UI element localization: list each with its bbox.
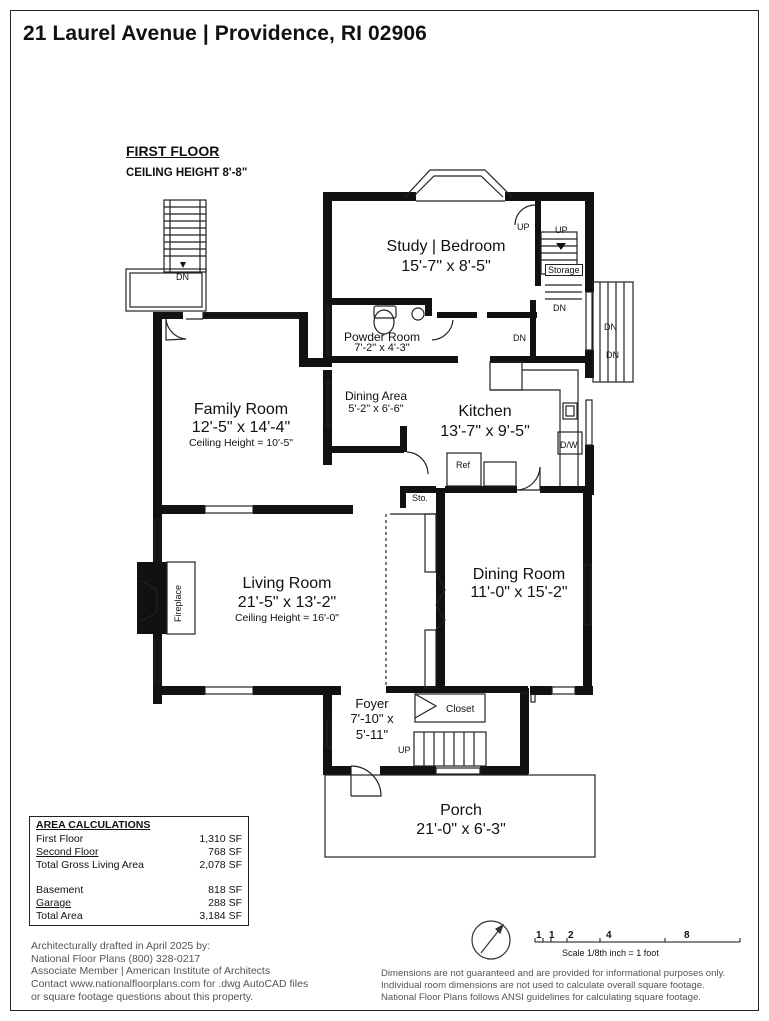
label-refrigerator: Ref — [456, 460, 471, 470]
room-name-family: Family Room — [193, 401, 289, 418]
credit-line: Contact www.nationalfloorplans.com for .… — [31, 978, 309, 991]
room-dims-foyer-1: 7'-10" x — [350, 711, 394, 726]
label-up-study: UP — [517, 222, 530, 232]
room-name-kitchen: Kitchen — [458, 403, 512, 420]
area-calculations-heading: AREA CALCULATIONS — [36, 819, 151, 831]
scale-bar — [534, 938, 741, 943]
area-row-name: Basement — [36, 884, 84, 896]
room-dims-powder: 7'-2" x 4'-3" — [354, 342, 410, 354]
disclaimer-line: Individual room dimensions are not used … — [381, 980, 705, 992]
drafter-credits: Architecturally drafted in April 2025 by… — [31, 940, 308, 1004]
area-calculations-table: AREA CALCULATIONS First Floor 1,310 SF S… — [29, 816, 249, 926]
room-dims-family: 12'-5" x 14'-4" — [191, 419, 291, 436]
label-fireplace: Fireplace — [173, 584, 183, 622]
area-row-value: 768 SF — [208, 846, 242, 858]
disclaimer-line: Dimensions are not guaranteed and are pr… — [381, 968, 726, 979]
room-dims-kitchen: 13'-7" x 9'-5" — [440, 423, 530, 440]
label-dishwasher: D/W — [560, 440, 578, 450]
area-row-value: 3,184 SF — [199, 910, 242, 922]
room-dims-living: 21'-5" x 13'-2" — [237, 594, 337, 611]
label-up-storage: UP — [555, 225, 568, 235]
label-dn-back-stair: DN — [176, 272, 189, 282]
credit-line: Associate Member | American Institute of… — [31, 965, 271, 978]
area-row-name: Total Gross Living Area — [36, 859, 144, 871]
credit-line: Architecturally drafted in April 2025 by… — [31, 940, 211, 952]
room-name-foyer: Foyer — [355, 696, 389, 711]
interior-lines — [125, 169, 634, 858]
area-row-basement: Basement 818 SF — [36, 884, 242, 897]
label-dn-kitchen: DN — [513, 333, 526, 343]
scale-tick-label: 1 — [536, 930, 542, 941]
label-up-foyer: UP — [398, 745, 411, 755]
area-row-name: Second Floor — [36, 846, 99, 858]
room-dims-study: 15'-7" x 8'-5" — [401, 258, 491, 275]
scale-tick-label: 4 — [606, 930, 612, 941]
area-row-name: Garage — [36, 897, 72, 909]
disclaimer-line: National Floor Plans follows ANSI guidel… — [381, 992, 701, 1004]
label-dn-east-1: DN — [604, 322, 617, 332]
area-row-second-floor: Second Floor 768 SF — [36, 846, 242, 859]
page-frame — [10, 10, 759, 1011]
room-name-living: Living Room — [242, 575, 332, 592]
room-dims-porch: 21'-0" x 6'-3" — [416, 821, 506, 838]
room-name-dining-area: Dining Area — [344, 389, 408, 403]
room-name-dining-room: Dining Room — [472, 566, 566, 583]
label-storage: Storage — [545, 264, 583, 276]
room-ceiling-family: Ceiling Height = 10'-5" — [188, 437, 294, 449]
disclaimer: Dimensions are not guaranteed and are pr… — [381, 968, 725, 1005]
area-row-value: 2,078 SF — [199, 859, 242, 871]
label-dn-east-2: DN — [606, 350, 619, 360]
label-storage-closet: Sto. — [412, 493, 429, 503]
credit-line: National Floor Plans (800) 328-0217 — [31, 952, 201, 965]
area-row-value: 1,310 SF — [199, 833, 242, 845]
area-row-first-floor: First Floor 1,310 SF — [36, 833, 242, 846]
stair-arrows — [180, 243, 566, 268]
floor-title: FIRST FLOOR — [126, 143, 220, 159]
room-name-porch: Porch — [440, 802, 482, 819]
scale-tick-label: 8 — [684, 930, 690, 941]
room-dims-dining-room: 11'-0" x 15'-2" — [470, 584, 568, 601]
room-dims-foyer-2: 5'-11" — [355, 727, 389, 742]
north-arrow-icon — [471, 920, 511, 960]
label-closet: Closet — [446, 704, 475, 715]
property-address-title: 21 Laurel Avenue | Providence, RI 02906 — [23, 22, 427, 45]
credit-line: or square footage questions about this p… — [31, 990, 254, 1003]
area-row-value: 288 SF — [208, 897, 242, 909]
scale-caption: Scale 1/8th inch = 1 foot — [562, 948, 659, 958]
area-row-name: First Floor — [36, 833, 84, 845]
area-row-garage: Garage 288 SF — [36, 897, 242, 910]
area-row-value: 818 SF — [208, 884, 242, 896]
area-row-name: Total Area — [36, 910, 83, 922]
scale-tick-label: 1 — [549, 930, 555, 941]
scale-tick-label: 2 — [568, 930, 574, 941]
ceiling-height-note: CEILING HEIGHT 8'-8" — [126, 167, 248, 179]
label-dn-storage: DN — [553, 303, 566, 313]
room-name-study: Study | Bedroom — [386, 238, 506, 255]
room-ceiling-living: Ceiling Height = 16'-0" — [234, 612, 340, 624]
area-row-total-gross: Total Gross Living Area 2,078 SF — [36, 859, 242, 872]
room-name-powder: Powder Room — [343, 330, 421, 344]
area-row-total-area: Total Area 3,184 SF — [36, 910, 242, 923]
room-dims-dining-area: 5'-2" x 6'-6" — [348, 403, 404, 415]
